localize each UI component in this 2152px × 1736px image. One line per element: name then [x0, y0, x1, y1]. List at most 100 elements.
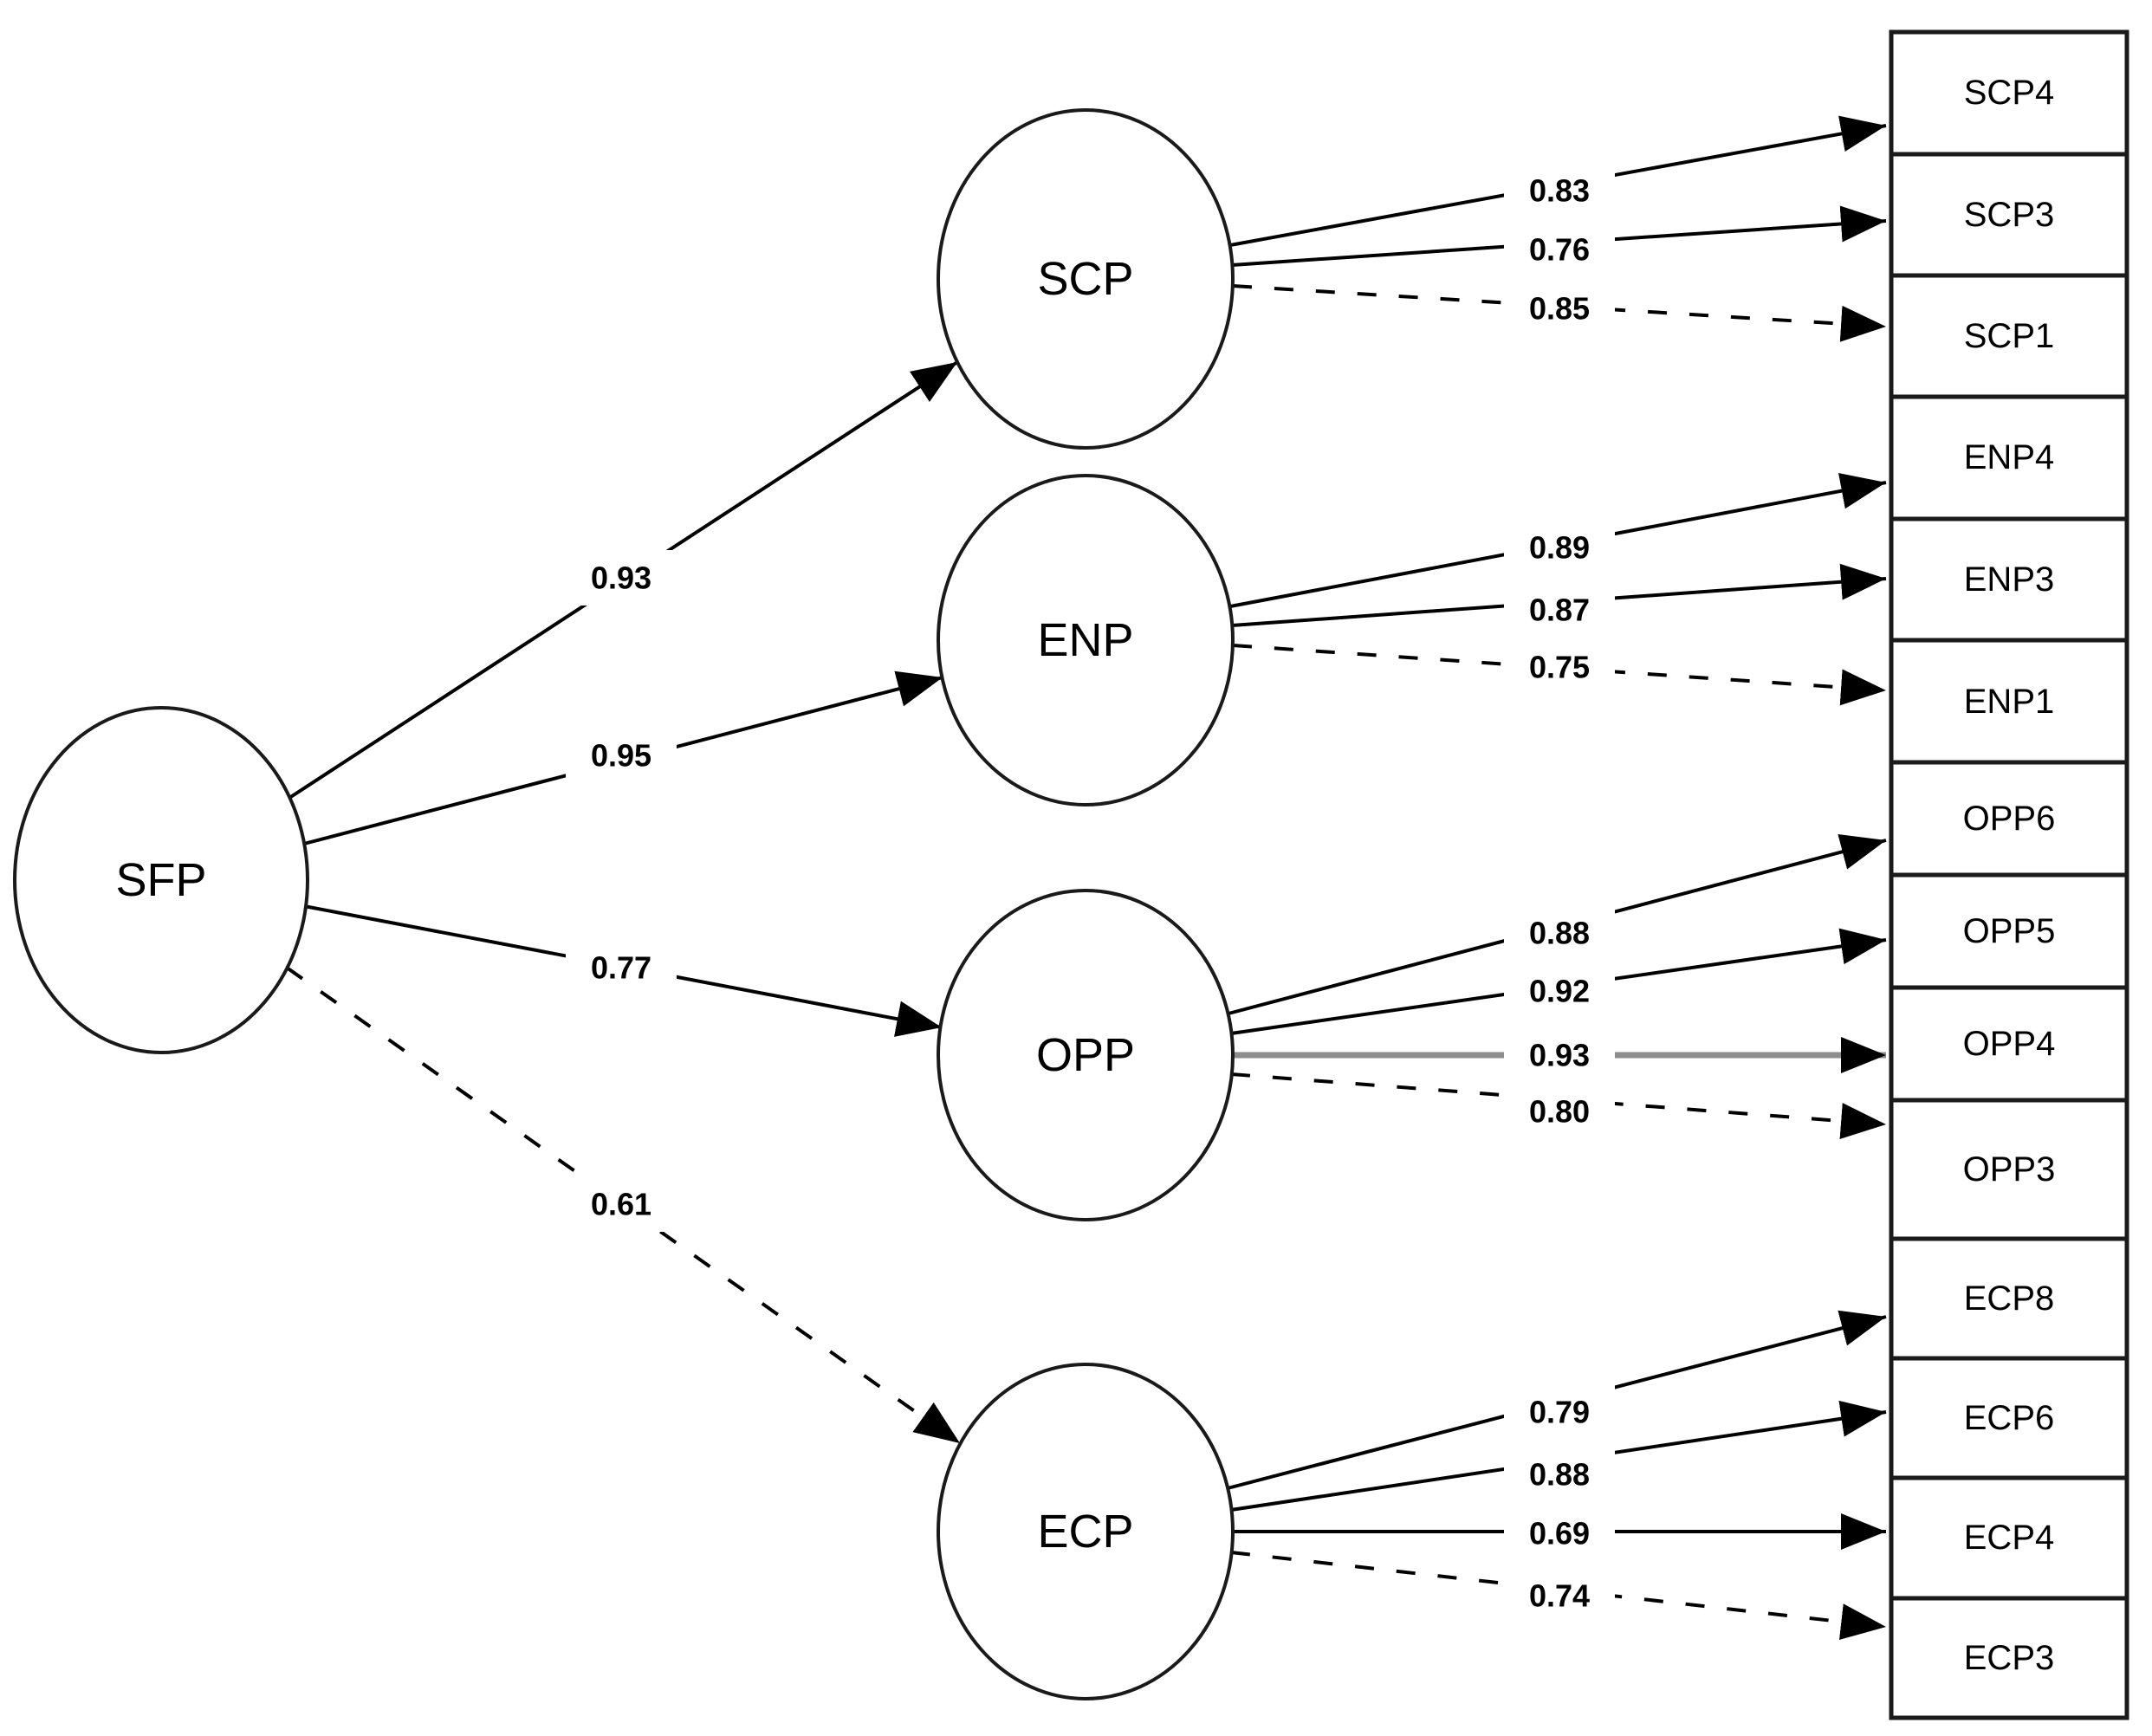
loading-coefficient-opp-opp6: 0.88: [1504, 906, 1615, 960]
indicator-box: [1889, 760, 2129, 878]
indicator-label: ECP4: [1964, 1519, 2055, 1557]
opp-label: OPP: [1036, 1029, 1135, 1081]
indicator-ecp8: ECP8: [1889, 1236, 2129, 1361]
indicator-label: ECP3: [1964, 1639, 2055, 1677]
loading-coefficient-enp-enp3: 0.87: [1504, 583, 1615, 637]
sfp-ellipse: [13, 706, 309, 1054]
label-mask: [1504, 964, 1615, 1018]
indicator-enp3: ENP3: [1889, 516, 2129, 643]
opp-ellipse: [937, 889, 1235, 1221]
label-mask: [1504, 1385, 1615, 1439]
indicator-box: [1889, 1236, 2129, 1361]
loading-coefficient-value: 0.92: [1529, 974, 1590, 1009]
loading-coefficient-opp-opp5: 0.92: [1504, 964, 1615, 1018]
loading-coefficient-value: 0.76: [1529, 232, 1590, 268]
loading-coefficient-value: 0.88: [1529, 1457, 1590, 1493]
loading-coefficient-value: 0.87: [1529, 593, 1590, 628]
latent-factor-scp: SCP: [937, 108, 1235, 450]
indicator-box: [1889, 1475, 2129, 1601]
loading-coefficient-value: 0.85: [1529, 291, 1590, 327]
indicator-label: ENP1: [1964, 683, 2055, 721]
indicator-label: SCP1: [1964, 317, 2055, 355]
loading-coefficient-enp-enp1: 0.75: [1504, 640, 1615, 694]
loading-coefficient-scp-scp1: 0.85: [1504, 282, 1615, 335]
indicator-box: [1889, 872, 2129, 990]
label-mask: [1504, 1028, 1615, 1082]
label-mask: [1504, 640, 1615, 694]
path-coefficient-sfp-scp: 0.93: [566, 550, 677, 606]
loading-arrow-ecp-ecp3: [1230, 1551, 1887, 1640]
indicator-label: ECP6: [1964, 1399, 2055, 1437]
scp-ellipse: [937, 108, 1235, 450]
label-mask: [1504, 1506, 1615, 1560]
path-arrow-sfp-ecp: [285, 966, 962, 1445]
indicator-opp5: OPP5: [1889, 872, 2129, 990]
indicator-label: OPP3: [1963, 1150, 2056, 1189]
indicator-opp4: OPP4: [1889, 985, 2129, 1103]
enp-ellipse: [937, 474, 1235, 806]
path-coefficient-sfp-ecp: 0.61: [566, 1176, 677, 1232]
label-mask: [1504, 906, 1615, 960]
ecp-ellipse: [937, 1363, 1235, 1700]
indicator-label: ENP4: [1964, 438, 2055, 476]
label-mask: [1504, 583, 1615, 637]
path-coefficient-value: 0.95: [591, 738, 651, 774]
loading-coefficient-value: 0.75: [1529, 650, 1590, 685]
indicator-enp4: ENP4: [1889, 394, 2129, 521]
label-mask: [566, 940, 677, 995]
scp-label: SCP: [1037, 253, 1133, 305]
loading-coefficient-value: 0.80: [1529, 1094, 1590, 1130]
ecp-label: ECP: [1037, 1506, 1133, 1558]
path-coefficient-sfp-opp: 0.77: [566, 940, 677, 995]
indicator-label: OPP6: [1963, 800, 2056, 838]
loading-coefficient-value: 0.83: [1529, 173, 1590, 209]
loading-coefficient-opp-opp3: 0.80: [1504, 1085, 1615, 1138]
label-mask: [1504, 1448, 1615, 1501]
loading-coefficient-enp-enp4: 0.89: [1504, 521, 1615, 574]
indicator-box: [1889, 273, 2129, 399]
indicator-box: [1889, 29, 2129, 157]
indicator-label: ENP3: [1964, 560, 2055, 599]
indicator-enp1: ENP1: [1889, 638, 2129, 765]
loading-coefficient-scp-scp4: 0.83: [1504, 164, 1615, 217]
loading-arrow-opp-opp3: [1230, 1072, 1887, 1139]
sfp-label: SFP: [115, 854, 206, 906]
label-mask: [1504, 1569, 1615, 1623]
latent-factor-opp: OPP: [937, 889, 1235, 1221]
indicator-box: [1889, 1596, 2129, 1720]
indicator-box: [1889, 394, 2129, 521]
path-coefficient-value: 0.93: [591, 560, 651, 596]
indicator-opp3: OPP3: [1889, 1098, 2129, 1241]
label-mask: [1504, 1085, 1615, 1138]
loading-coefficient-value: 0.74: [1529, 1578, 1590, 1614]
label-mask: [566, 728, 677, 783]
path-coefficient-sfp-enp: 0.95: [566, 728, 677, 783]
indicator-scp4: SCP4: [1889, 29, 2129, 157]
path-coefficient-value: 0.77: [591, 950, 651, 986]
indicator-ecp3: ECP3: [1889, 1596, 2129, 1720]
loading-coefficient-scp-scp3: 0.76: [1504, 223, 1615, 276]
latent-factor-ecp: ECP: [937, 1363, 1235, 1700]
indicator-box: [1889, 1356, 2129, 1480]
indicator-label: SCP4: [1964, 74, 2055, 112]
indicator-ecp6: ECP6: [1889, 1356, 2129, 1480]
loading-coefficient-value: 0.69: [1529, 1516, 1590, 1551]
indicator-label: OPP4: [1963, 1025, 2056, 1063]
indicator-scp3: SCP3: [1889, 152, 2129, 278]
loading-coefficient-ecp-ecp4: 0.69: [1504, 1506, 1615, 1560]
label-mask: [566, 1176, 677, 1232]
indicator-opp6: OPP6: [1889, 760, 2129, 878]
indicator-label: OPP5: [1963, 912, 2056, 950]
loading-coefficient-value: 0.93: [1529, 1038, 1590, 1073]
loading-arrow-scp-scp1: [1232, 284, 1887, 342]
latent-factor-sfp: SFP: [13, 706, 309, 1054]
label-mask: [566, 550, 677, 606]
indicator-box: [1889, 516, 2129, 643]
loading-coefficient-value: 0.88: [1529, 916, 1590, 951]
enp-label: ENP: [1037, 614, 1133, 666]
label-mask: [1504, 223, 1615, 276]
loading-coefficient-ecp-ecp3: 0.74: [1504, 1569, 1615, 1623]
indicator-label: ECP8: [1964, 1279, 2055, 1318]
